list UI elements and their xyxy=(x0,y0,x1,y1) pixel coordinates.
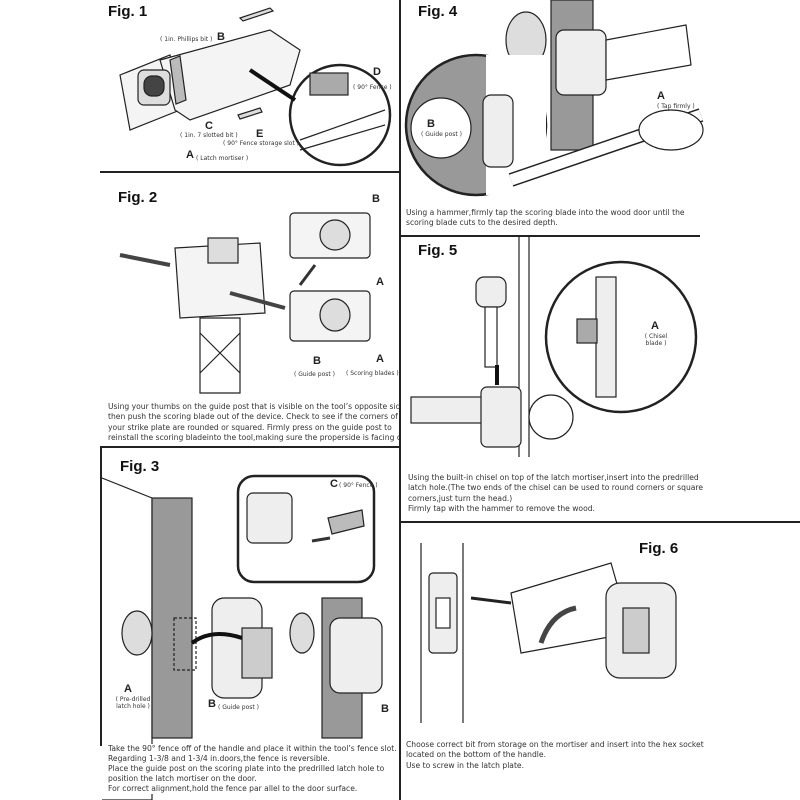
divider-fig5-fig6 xyxy=(400,521,800,523)
fig5-label-a-desc: ( Chisel blade ) xyxy=(644,333,668,347)
fig3-title: Fig. 3 xyxy=(120,458,160,475)
fig2-label-b-desc: ( Guide post ) xyxy=(294,371,335,378)
fig4-label-b: B xyxy=(427,118,435,130)
fig1-label-d: D xyxy=(373,66,381,78)
fig4-title: Fig. 4 xyxy=(418,3,458,20)
divider-fig4-fig5 xyxy=(400,235,700,237)
fig6-panel: Fig. 6 Choose correct bit from storage o… xyxy=(401,523,800,800)
door-fence-illustration xyxy=(102,474,383,800)
fig3-label-a: A xyxy=(124,683,132,695)
caption-line: Take the 90° fence off of the handle and… xyxy=(108,744,397,753)
fig1-label-a: A xyxy=(186,149,194,161)
divider-fig1-fig2 xyxy=(100,171,400,173)
hammer-tap-illustration xyxy=(404,0,704,197)
screw-latch-plate-illustration xyxy=(420,543,677,723)
caption-line: Use to screw in the latch plate. xyxy=(406,760,525,770)
divider-fig2-fig3 xyxy=(100,446,400,448)
fig1-label-d-desc: ( 90° Fence ) xyxy=(353,84,392,91)
fig4-caption: Using a hammer,firmly tap the scoring bl… xyxy=(406,208,685,229)
fig2-label-a-desc: ( Scoring blades ) xyxy=(346,370,399,377)
caption-line: reinstall the scoring bladeinto the tool… xyxy=(108,432,399,442)
caption-line: For correct alignment,hold the fence par… xyxy=(108,784,358,793)
fig3-label-c-desc: ( 90° Fence ) xyxy=(339,482,378,489)
fig1-label-a-desc: ( Latch mortiser ) xyxy=(196,155,249,162)
fig2-caption: Using your thumbs on the guide post that… xyxy=(108,402,399,443)
fig2-panel: Fig. 2 B A B ( Guide post ) A ( Scoring … xyxy=(100,173,399,446)
caption-line: position the latch mortiser on the door. xyxy=(108,774,257,783)
fig4-label-a-desc: ( Tap firmly ) xyxy=(657,103,695,110)
caption-line: Firmly tap with the hammer to remove the… xyxy=(408,503,595,513)
fig3-left-border xyxy=(100,446,102,746)
fig4-label-a: A xyxy=(657,90,665,102)
fig2-label-a-bottom: A xyxy=(376,353,384,365)
fig3-label-b: B xyxy=(208,698,216,710)
fig1-label-c-desc: ( 1in. 7 slotted bit ) xyxy=(180,132,238,139)
fig1-label-b-desc: ( 1in. Phillips bit ) xyxy=(160,36,213,43)
fig5-label-a: A xyxy=(651,320,659,332)
fig3-label-b-right: B xyxy=(381,703,389,715)
fig2-title: Fig. 2 xyxy=(118,189,158,206)
fig1-title: Fig. 1 xyxy=(108,3,148,20)
chisel-illustration xyxy=(410,237,698,457)
fig5-title: Fig. 5 xyxy=(418,242,458,259)
fig3-label-b-desc: ( Guide post ) xyxy=(218,704,259,711)
fig3-label-a-desc: ( Pre-drilled latch hole ) xyxy=(115,696,151,710)
latch-mortiser-illustration xyxy=(119,7,392,167)
scoring-blade-illustration xyxy=(119,212,371,394)
fig4-label-b-desc: ( Guide post ) xyxy=(421,131,462,138)
fig3-panel: Fig. 3 C ( 90° Fence ) A ( Pre-drilled l… xyxy=(102,448,399,800)
fig5-caption: Using the built-in chisel on top of the … xyxy=(408,473,703,514)
fig1-label-e-desc: ( 90° Fence storage slot ) xyxy=(223,140,300,147)
fig3-caption: Take the 90° fence off of the handle and… xyxy=(108,744,397,794)
fig2-label-b-top: B xyxy=(372,193,380,205)
caption-line: Choose correct bit from storage on the m… xyxy=(406,740,704,749)
caption-line: located on the bottom of the handle. xyxy=(406,750,546,760)
fig6-caption: Choose correct bit from storage on the m… xyxy=(406,740,704,771)
fig5-panel: Fig. 5 A ( Chisel blade ) Using the buil… xyxy=(401,237,800,521)
caption-line: latch hole.(The two ends of the chisel c… xyxy=(408,483,704,493)
caption-line: Using your thumbs on the guide post that… xyxy=(108,402,399,411)
fig2-label-a-top: A xyxy=(376,276,384,288)
fig4-panel: Fig. 4 A ( Tap firmly ) B ( Guide post )… xyxy=(401,0,800,235)
caption-line: then push the scoring blade out of the d… xyxy=(108,412,398,422)
fig1-label-b: B xyxy=(217,31,225,43)
caption-line: Regarding 1-3/8 and 1-3/4 in.doors,the f… xyxy=(108,754,330,763)
caption-line: corners,just turn the head.) xyxy=(408,493,513,503)
fig2-label-b-bottom: B xyxy=(313,355,321,367)
caption-line: your strike plate are rounded or squared… xyxy=(108,422,392,432)
caption-line: Place the guide post on the scoring plat… xyxy=(108,764,385,773)
caption-line: scoring blade cuts to the desired depth. xyxy=(406,218,558,228)
caption-line: Using the built-in chisel on top of the … xyxy=(408,473,699,482)
fig1-label-c: C xyxy=(205,120,213,132)
fig1-panel: Fig. 1 ( 1in. Phillips bit ) B D ( 90° F… xyxy=(100,0,399,171)
fig1-label-e: E xyxy=(256,128,264,140)
caption-line: Using a hammer,firmly tap the scoring bl… xyxy=(406,208,685,217)
fig6-title: Fig. 6 xyxy=(639,540,679,557)
fig3-label-c: C xyxy=(330,478,338,490)
column-divider xyxy=(399,0,401,800)
